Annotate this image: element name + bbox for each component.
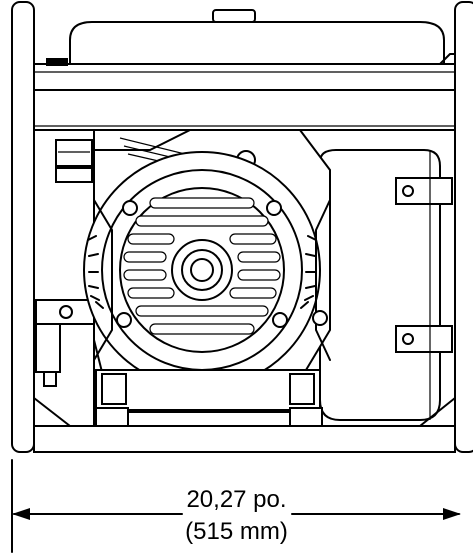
tank-bracket-left	[46, 58, 68, 66]
frame-right-post	[454, 1, 473, 453]
dimension-label-imperial: 20,27 po.	[186, 486, 287, 513]
dimension-label-metric: (515 mm)	[185, 518, 288, 545]
upper-crossbar	[33, 89, 456, 131]
frame-left-post	[11, 1, 35, 453]
bottom-rail	[33, 425, 456, 453]
width-dimension-line	[11, 459, 461, 553]
tank-band	[33, 63, 456, 91]
base-mount	[95, 369, 321, 411]
fuel-cap	[212, 9, 256, 23]
fuel-tank	[69, 21, 445, 65]
